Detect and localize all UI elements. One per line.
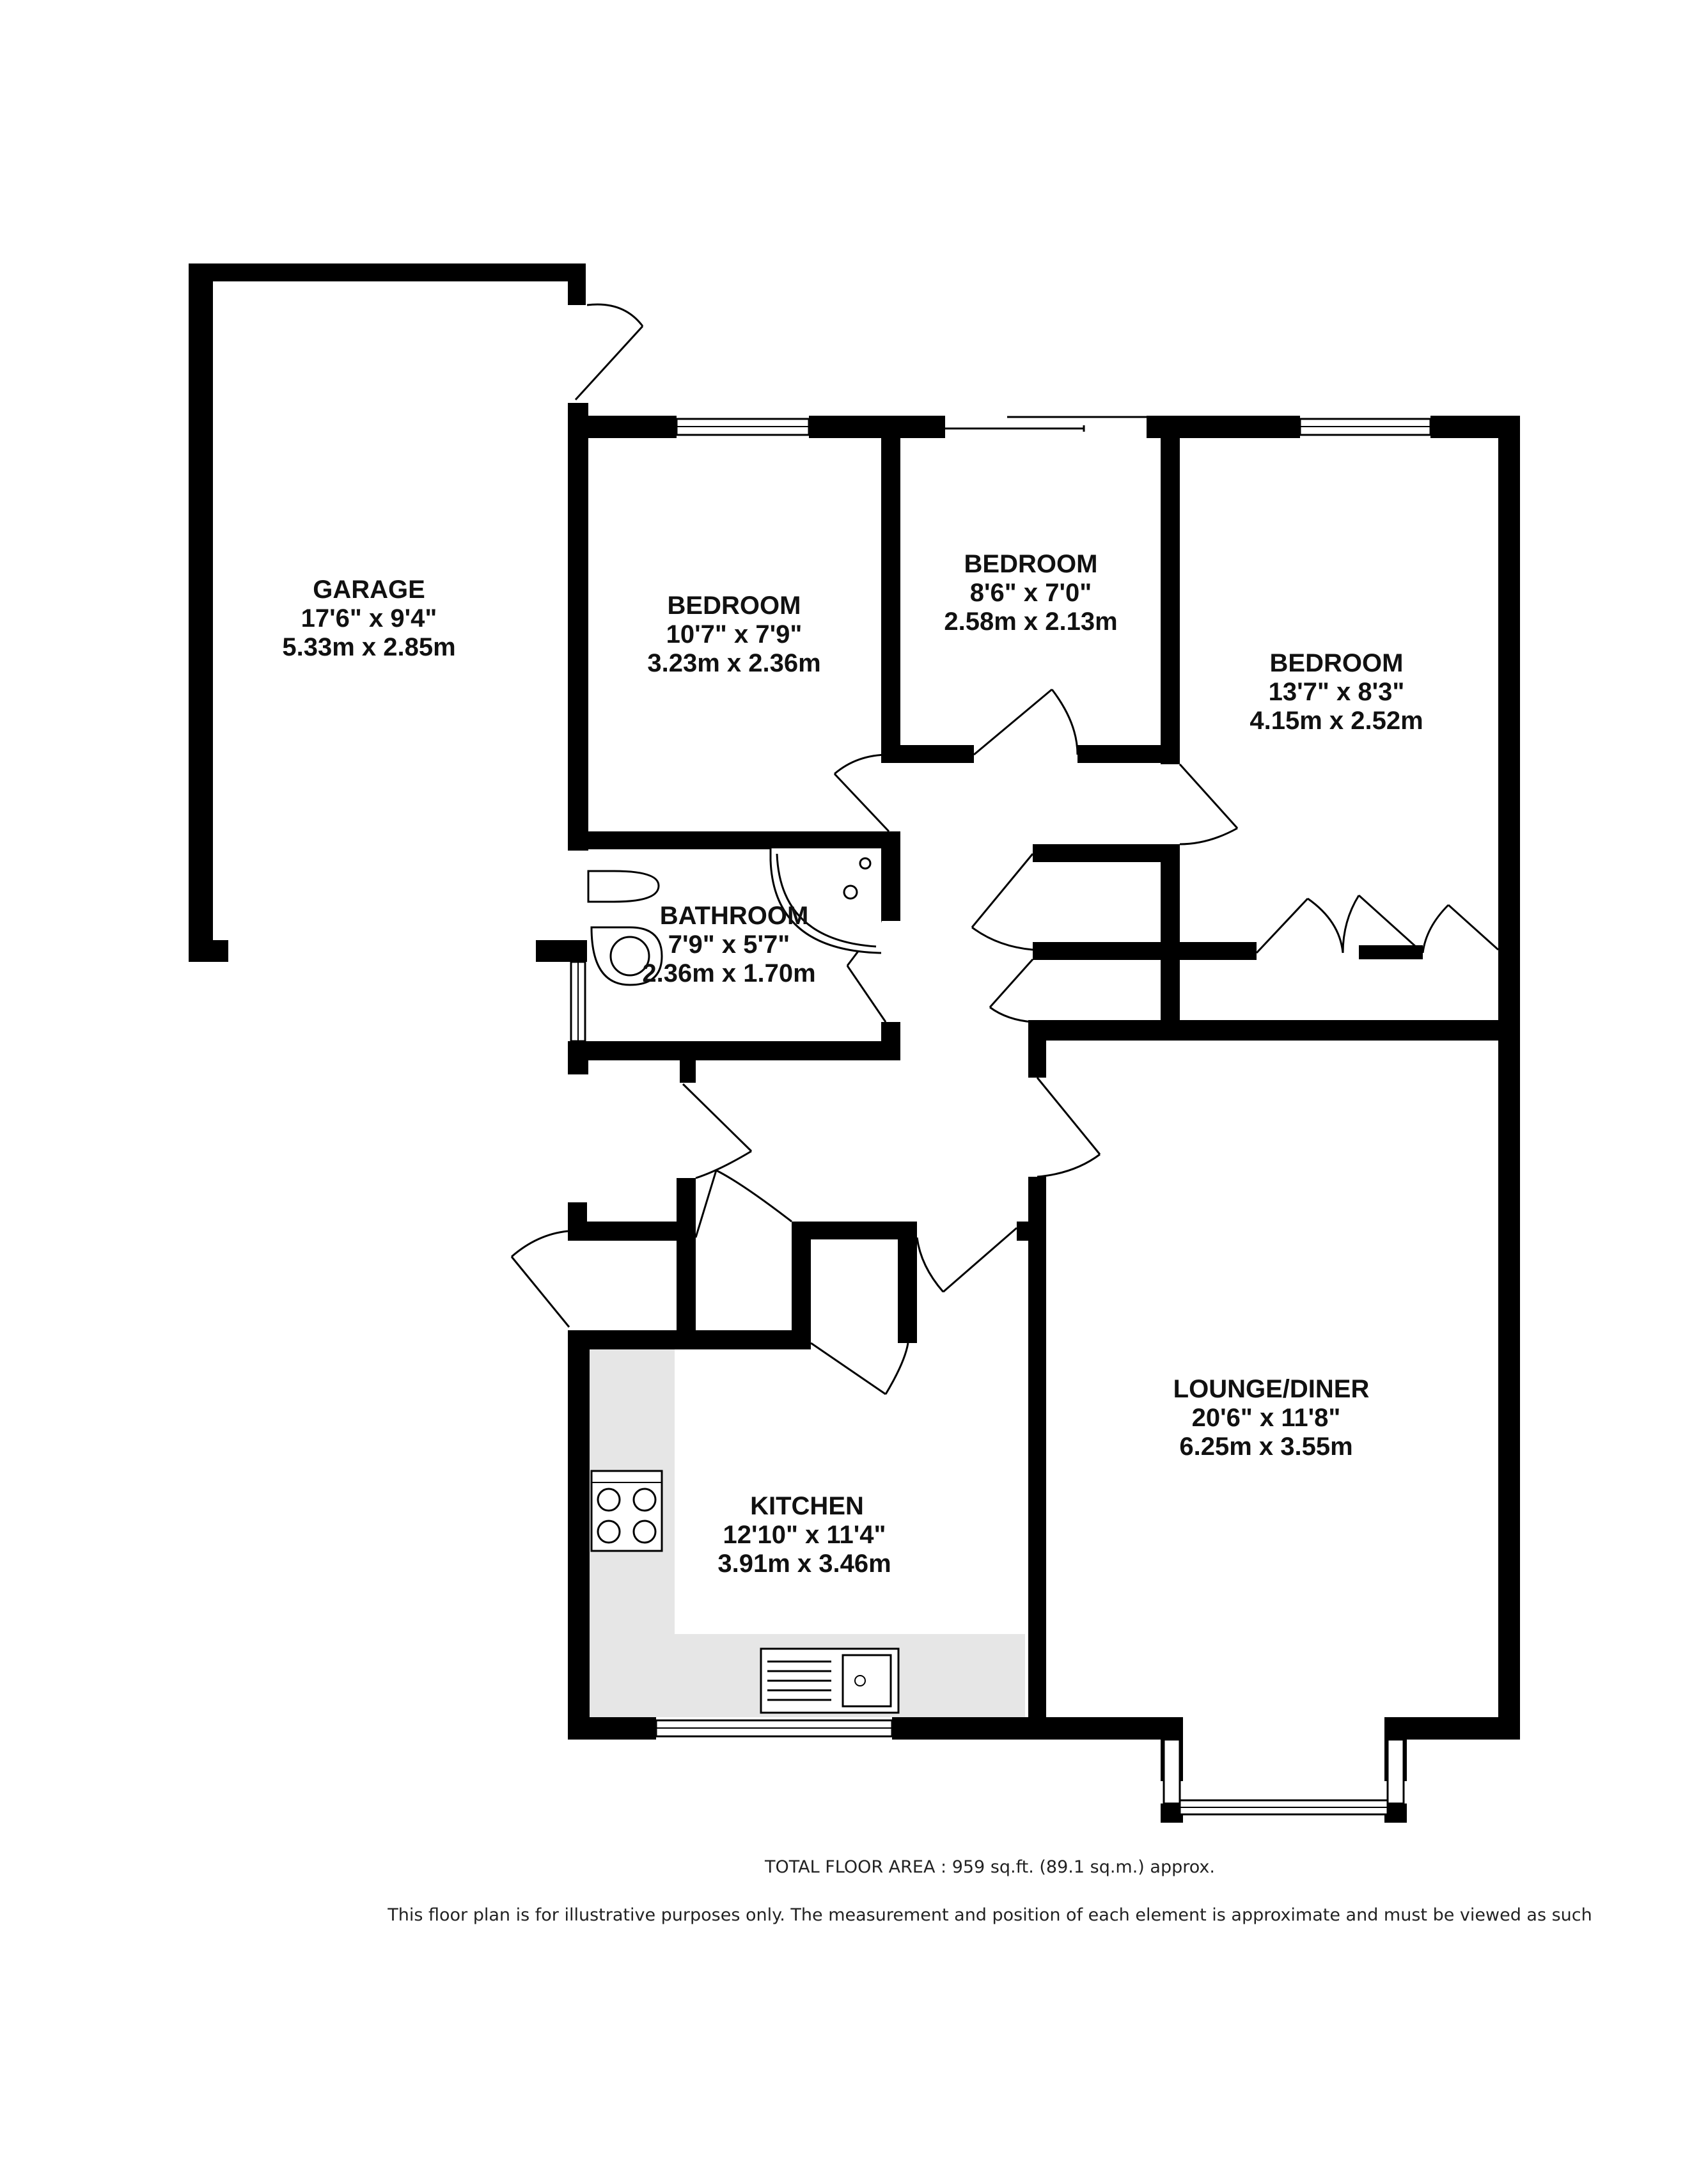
room-label-bedroom-3: BEDROOM 13'7" x 8'3" 4.15m x 2.52m <box>1250 649 1423 735</box>
lounge-name: LOUNGE/DINER <box>1173 1375 1370 1403</box>
windows <box>570 416 1432 1816</box>
bedroom2-imperial: 8'6" x 7'0" <box>970 579 1092 607</box>
lounge-imperial: 20'6" x 11'8" <box>1192 1404 1341 1432</box>
disclaimer: This floor plan is for illustrative purp… <box>387 1905 1592 1925</box>
bathroom-fixtures <box>587 846 881 986</box>
kitchen-name: KITCHEN <box>750 1492 864 1520</box>
walls <box>189 263 1520 1823</box>
bedroom3-name: BEDROOM <box>1270 649 1404 677</box>
total-floor-area: TOTAL FLOOR AREA : 959 sq.ft. (89.1 sq.m… <box>764 1857 1215 1877</box>
room-label-bedroom-1: BEDROOM 10'7" x 7'9" 3.23m x 2.36m <box>647 592 820 677</box>
garage-imperial: 17'6" x 9'4" <box>301 604 437 633</box>
bathroom-name: BATHROOM <box>660 902 809 930</box>
bathroom-metric: 2.36m x 1.70m <box>642 959 815 987</box>
room-label-bathroom: BATHROOM 7'9" x 5'7" 2.36m x 1.70m <box>642 902 815 987</box>
bedroom3-imperial: 13'7" x 8'3" <box>1269 678 1405 706</box>
kitchen-metric: 3.91m x 3.46m <box>717 1550 891 1578</box>
bedroom1-imperial: 10'7" x 7'9" <box>666 620 803 648</box>
kitchen-fixtures <box>590 1470 900 1714</box>
room-label-lounge: LOUNGE/DINER 20'6" x 11'8" 6.25m x 3.55m <box>1173 1375 1370 1461</box>
room-label-garage: GARAGE 17'6" x 9'4" 5.33m x 2.85m <box>282 576 455 661</box>
garage-name: GARAGE <box>313 576 425 604</box>
bedroom2-name: BEDROOM <box>964 550 1098 578</box>
garage-metric: 5.33m x 2.85m <box>282 633 455 661</box>
lounge-metric: 6.25m x 3.55m <box>1179 1433 1352 1461</box>
doors <box>510 303 1500 1395</box>
kitchen-imperial: 12'10" x 11'4" <box>723 1521 886 1549</box>
room-label-kitchen: KITCHEN 12'10" x 11'4" 3.91m x 3.46m <box>717 1492 891 1578</box>
bedroom1-metric: 3.23m x 2.36m <box>647 649 820 677</box>
bathroom-imperial: 7'9" x 5'7" <box>668 931 790 959</box>
bedroom2-metric: 2.58m x 2.13m <box>944 608 1117 636</box>
room-label-bedroom-2: BEDROOM 8'6" x 7'0" 2.58m x 2.13m <box>944 550 1117 636</box>
bedroom1-name: BEDROOM <box>668 592 801 620</box>
bedroom3-metric: 4.15m x 2.52m <box>1250 707 1423 735</box>
